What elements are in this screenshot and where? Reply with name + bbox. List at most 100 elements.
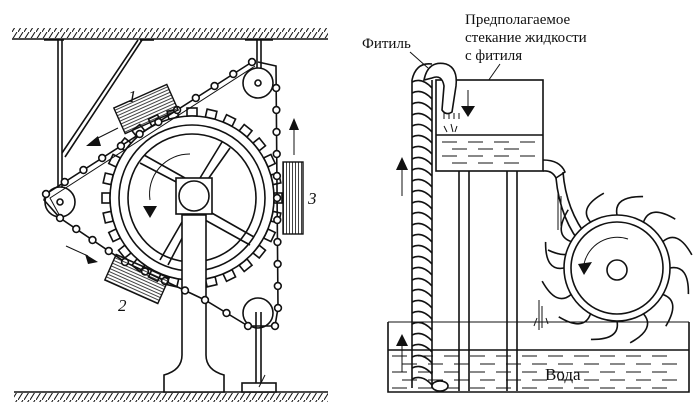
chain-link <box>88 235 97 245</box>
rope-twist <box>411 343 433 353</box>
water-label: Вода <box>545 365 581 384</box>
rope-twist <box>411 222 433 232</box>
rope-twist <box>411 134 433 144</box>
chain-link <box>272 149 281 159</box>
chain-link <box>272 127 281 137</box>
rope-twist <box>411 376 433 386</box>
water-wheel-rotation-arrow-icon <box>578 262 592 275</box>
pedestal <box>163 177 225 393</box>
flow-label-line3: с фитиля <box>465 48 522 64</box>
ceiling <box>12 28 328 40</box>
wheel-paddle <box>544 241 565 270</box>
rope-twist <box>411 310 433 320</box>
bottom-right-pulley <box>241 297 277 393</box>
rope-twist <box>411 354 433 364</box>
chain-link <box>273 237 282 247</box>
wick-up-arrow-icon <box>396 157 408 170</box>
arrow-left-down-icon <box>86 136 101 146</box>
rope-twist <box>411 299 433 309</box>
reservoir-up-arrow-icon <box>396 334 408 346</box>
wick-label: Фитиль <box>362 36 411 52</box>
rope-top <box>411 63 433 81</box>
rope-twist <box>411 178 433 188</box>
top-right-pulley <box>242 67 274 99</box>
rope-twist <box>411 90 433 100</box>
chain-link <box>104 246 113 256</box>
support-frame <box>44 39 273 195</box>
chain-link <box>272 171 282 181</box>
wheel-paddle <box>662 236 693 256</box>
wheel-paddle <box>642 211 676 223</box>
rope-twist <box>411 211 433 221</box>
rope-twist <box>411 255 433 265</box>
flow-label-line2: стекание жидкости <box>465 30 587 46</box>
chain-link <box>60 177 69 187</box>
chain-link <box>191 93 201 103</box>
water-wheel <box>541 192 693 344</box>
chain-link <box>41 189 51 199</box>
wick-rope <box>396 62 458 392</box>
wheel-paddle <box>669 266 690 295</box>
wheel-paddle <box>590 320 619 341</box>
chain-link <box>229 69 238 79</box>
chain-link <box>180 286 190 295</box>
weight-3-label: 3 <box>307 189 317 208</box>
flow-label-line1: Предполагаемое <box>465 12 571 28</box>
chain-link <box>135 129 144 139</box>
rope-twist <box>411 189 433 199</box>
chain-link <box>55 213 65 223</box>
rope-twist <box>411 277 433 287</box>
rope-twist <box>411 112 433 122</box>
rope-twist <box>411 145 433 155</box>
weight-1: 1 <box>112 83 180 135</box>
chain-link <box>79 165 88 175</box>
chain-motion-arrows <box>65 118 299 264</box>
chain-link <box>222 308 231 318</box>
rope-twist <box>411 101 433 111</box>
chain-link <box>116 141 126 151</box>
chain-link <box>210 81 219 91</box>
chain-link <box>243 321 253 331</box>
wheel-paddle <box>615 195 644 216</box>
rope-twist <box>411 244 433 254</box>
weight-2-label: 2 <box>118 296 127 315</box>
rope-twist <box>411 365 433 375</box>
tank-legs <box>458 171 518 391</box>
rope-twist <box>411 156 433 166</box>
right-panel: Фитиль Предполагаемое стекание жидкости … <box>362 12 693 393</box>
chain-link <box>247 57 257 67</box>
chain-link <box>273 303 283 313</box>
gear-tooth <box>101 192 111 204</box>
chain-link <box>272 105 281 115</box>
weight-3: 3 <box>282 161 317 235</box>
chain-link <box>272 193 282 203</box>
rope-twist <box>411 79 433 89</box>
bottom-reservoir: Вода <box>387 321 690 393</box>
arrow-up-icon <box>289 118 299 130</box>
chain-link <box>273 215 282 225</box>
wheel-paddle <box>585 192 605 223</box>
rope-outline <box>411 80 433 388</box>
weight-1-label: 1 <box>128 87 137 106</box>
wheel-rotation-arrow-icon <box>143 206 157 218</box>
wheel-paddle <box>541 280 572 300</box>
rope-twist <box>411 233 433 243</box>
arrow-right-down-icon <box>85 254 98 264</box>
rope-end <box>431 380 449 392</box>
drip-arrow-icon <box>461 106 475 117</box>
rope-twist <box>411 321 433 331</box>
weight-2: 2 <box>103 253 171 315</box>
chain-link <box>72 224 81 234</box>
floor <box>14 391 328 402</box>
chain-link <box>270 321 280 331</box>
wheel-paddle <box>629 313 649 344</box>
chain-link <box>273 259 282 269</box>
wheel-paddle <box>558 313 592 325</box>
rope-twist <box>411 288 433 298</box>
splash <box>533 300 549 330</box>
left-panel: 1 2 3 <box>12 28 328 402</box>
chain-link <box>200 295 210 305</box>
chain-link <box>273 281 283 291</box>
rope-twist <box>411 200 433 210</box>
